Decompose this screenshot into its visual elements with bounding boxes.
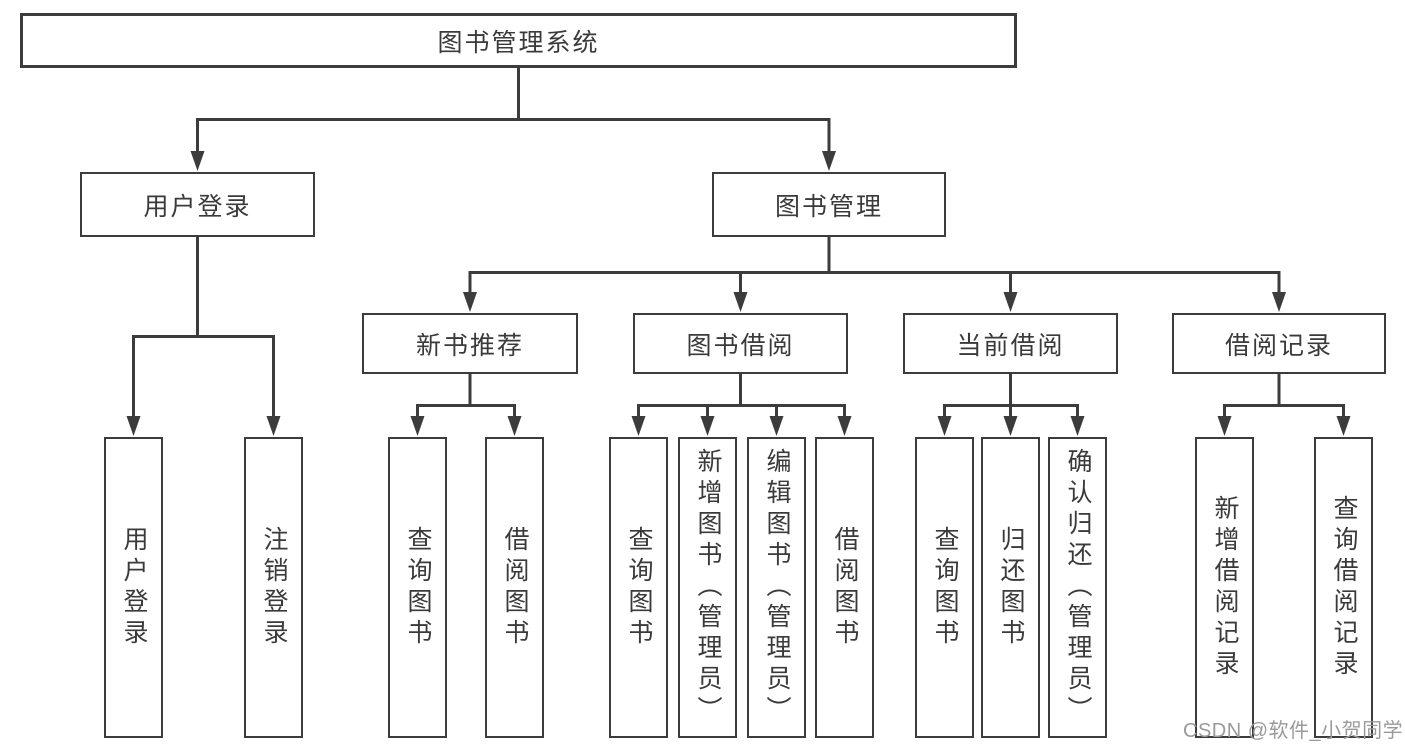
leaf-return-book: 归还图书 [981, 437, 1040, 738]
node-book-management: 图书管理 [712, 172, 946, 237]
leaf-borrow-books-recommend: 借阅图书 [485, 437, 544, 738]
leaf-query-borrow-record: 查询借阅记录 [1314, 437, 1373, 738]
leaf-borrow-books: 借阅图书 [815, 437, 874, 738]
leaf-query-books-recommend: 查询图书 [388, 437, 447, 738]
leaf-confirm-return-admin: 确认归还（管理员） [1048, 437, 1107, 738]
node-current-borrow: 当前借阅 [903, 313, 1118, 374]
leaf-user-login: 用户登录 [104, 437, 163, 738]
watermark: CSDN @软件_小贺同学 [1183, 720, 1404, 742]
node-new-book-recommend: 新书推荐 [362, 313, 578, 374]
leaf-edit-book-admin: 编辑图书（管理员） [747, 437, 806, 738]
node-library-system: 图书管理系统 [20, 13, 1017, 68]
leaf-query-books-current: 查询图书 [915, 437, 974, 738]
leaf-query-books-borrow: 查询图书 [609, 437, 668, 738]
node-user-login: 用户登录 [80, 172, 315, 237]
node-borrow-records: 借阅记录 [1172, 313, 1386, 374]
arrowhead-icons [126, 151, 1351, 436]
leaf-add-book-admin: 新增图书（管理员） [678, 437, 737, 738]
connector-paths [132, 66, 1345, 419]
leaf-add-borrow-record: 新增借阅记录 [1195, 437, 1254, 738]
node-book-borrow: 图书借阅 [633, 313, 848, 374]
leaf-logout: 注销登录 [244, 437, 303, 738]
